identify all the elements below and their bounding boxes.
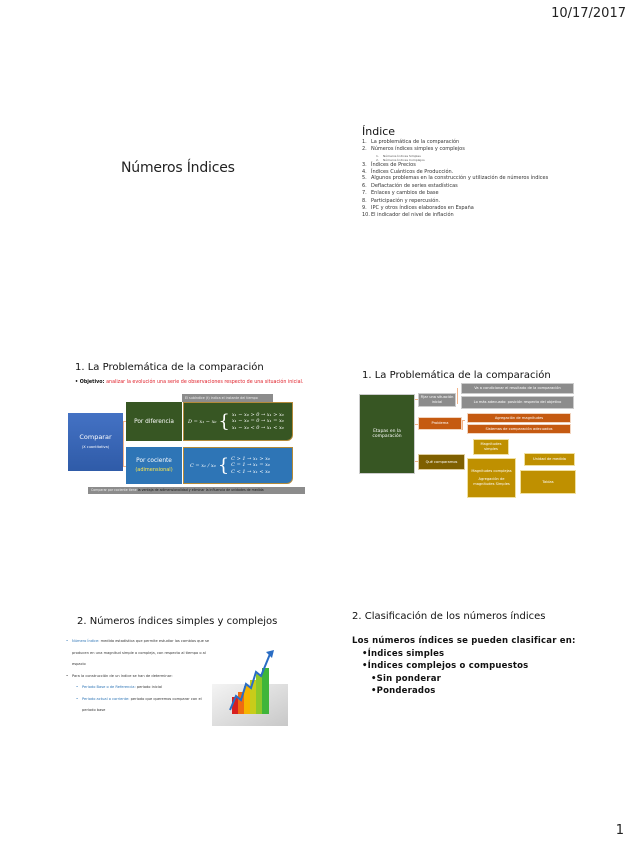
index-item: 1.La problemática de la comparación: [362, 139, 460, 145]
slide3-objective: • Objetivo: analizar la evolución una se…: [75, 380, 305, 387]
quotient-advantage-note: Comparar por cociente tiene la ventaja d…: [88, 487, 305, 494]
slide3-title: 1. La Problemática de la comparación: [75, 362, 264, 373]
que-comparamos-node: Qué comparamos: [418, 454, 465, 470]
problema-node: Problema: [418, 417, 462, 430]
classification-subitem: •Ponderados: [371, 686, 436, 697]
quotient-formula: C = x₁ / x₀{ C > 1 → x₁ > x₀ C = 1 → x₁ …: [183, 447, 293, 484]
fijar-child-node: Va a condicionar el resultado de la comp…: [461, 383, 574, 394]
bullet-number-indice: •Número Índice: medida estadística que p…: [66, 639, 210, 666]
problema-child-node: Sistemas de comparación adecuados: [467, 424, 571, 434]
fijar-child-node: Lo más adecuado: posición respecto del o…: [461, 396, 574, 409]
index-item: 3.Índices de Precios: [362, 161, 416, 168]
slide6-body: Los números índices se pueden clasificar…: [352, 635, 576, 698]
bullet-periodo-actual: •Periodo actual o corriente: periodo que…: [76, 696, 202, 713]
classification-intro: Los números índices se pueden clasificar…: [352, 636, 576, 646]
unidad-medida-node: Unidad de medida: [524, 453, 575, 466]
magnitudes-complejas-node: Magnitudes complejas Agregación de magni…: [467, 458, 516, 498]
index-item: 2.Números índices simples y complejos: [362, 146, 465, 153]
index-item: 4.Índices Cuánticos de Producción.: [362, 168, 454, 175]
por-cociente-box: Por cociente (adimensional): [126, 447, 182, 484]
slide2-index: Índice 1.La problemática de la comparaci…: [362, 125, 572, 220]
bracket-connector: [123, 421, 127, 467]
slide1-title: Números Índices: [121, 160, 235, 176]
etapas-root-node: Etapas en la comparación: [359, 394, 415, 474]
index-item: 8.Participación y repercusión.: [362, 197, 441, 204]
index-item: 6.Deflactación de series estadísticas: [362, 183, 458, 190]
comparar-box: Comparar (X cuantitativa): [68, 413, 123, 471]
por-diferencia-box: Por diferencia: [126, 402, 182, 441]
objective-label: • Objetivo:: [75, 380, 107, 385]
page-number: 1: [615, 823, 624, 838]
index-item: 5.Algunos problemas en la construcción y…: [362, 175, 549, 182]
problema-child-node: Agregación de magnitudes: [467, 413, 571, 423]
magnitudes-simples-node: Magnitudes simples: [473, 439, 509, 455]
classification-item: •Índices simples: [362, 648, 445, 659]
index-subitem: 1.Números Índices Simples: [376, 153, 421, 158]
growth-chart-image: [212, 640, 288, 726]
index-list: 1.La problemática de la comparación 2.Nú…: [362, 139, 572, 220]
classification-item: •Índices complejos o compuestos: [362, 661, 529, 672]
classification-subitem: •Sin ponderar: [371, 673, 442, 684]
slide4-title: 1. La Problemática de la comparación: [362, 370, 551, 381]
index-subitem: 2.Números Índices Complejos: [376, 157, 425, 162]
bullet-construccion: •Para la construcción de un índice se ha…: [66, 673, 173, 678]
objective-text: analizar la evolución una serie de obser…: [106, 380, 304, 385]
slide5-body: •Número Índice: medida estadística que p…: [66, 636, 211, 717]
bar-chart-arrow-icon: [212, 650, 288, 726]
index-sublist: 1.Números Índices Simples 2.Números Índi…: [362, 154, 572, 162]
index-item: 7.Enlaces y cambios de base: [362, 190, 439, 197]
time-subscript-note: El subíndice (t) indica el instante del …: [182, 394, 273, 402]
index-item: 10.El indicador del nivel de inflación: [362, 212, 454, 219]
tablas-node: Tablas: [520, 470, 576, 494]
index-item: 9.IPC y otros índices elaborados en Espa…: [362, 205, 474, 212]
slide5-title: 2. Números índices simples y complejos: [77, 616, 278, 627]
print-date: 10/17/2017: [551, 6, 626, 21]
index-heading: Índice: [362, 125, 396, 138]
difference-formula: D = x₁ − x₀{ x₁ − x₀ > 0 → x₁ > x₀ x₁ − …: [183, 402, 293, 441]
slide6-title: 2. Clasificación de los números índices: [352, 611, 546, 622]
fijar-situacion-node: Fijar una situación inicial: [418, 393, 456, 407]
bullet-periodo-base: •Periodo Base o de Referencia: periodo i…: [76, 685, 163, 689]
